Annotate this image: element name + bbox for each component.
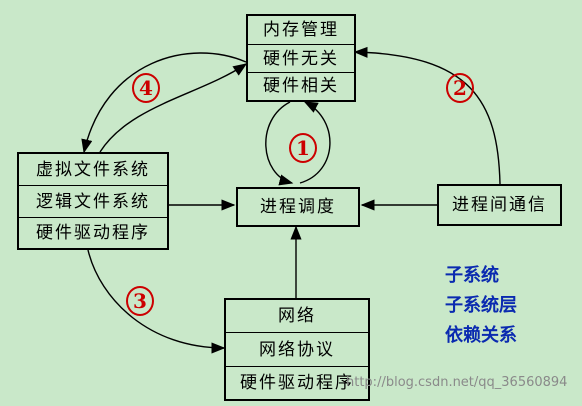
arrow-memory-to-fs [81,52,247,154]
arrow-memory-to-scheduler [265,101,294,186]
memory-box-hw-independent: 硬件无关 [248,45,354,73]
arrow-fs-to-memory [99,63,248,153]
watermark-url: http://blog.csdn.net/qq_36560894 [346,375,568,390]
legend-subsystem-layer: 子系统层 [445,295,517,316]
network-box-protocol: 网络协议 [226,333,368,367]
memory-box-hw-dependent: 硬件相关 [263,76,339,96]
memory-management-box: 内存管理 硬件无关 硬件相关 [246,14,356,102]
marker-3: 3 [126,286,154,316]
network-box: 网络 网络协议 硬件驱动程序 [224,298,370,401]
marker-4: 4 [132,73,160,103]
filesystem-box: 虚拟文件系统 逻辑文件系统 硬件驱动程序 [17,152,169,250]
fs-box-logical-fs: 逻辑文件系统 [19,186,167,218]
marker-2: 2 [446,73,474,103]
marker-1: 1 [289,133,317,163]
arrow-scheduler-to-memory [299,101,331,184]
network-box-driver: 硬件驱动程序 [240,373,354,393]
legend-dependency: 依赖关系 [445,325,517,346]
memory-box-title: 内存管理 [248,16,354,45]
arrow-fs-to-network [87,249,226,354]
legend-subsystem: 子系统 [445,265,499,286]
ipc-box: 进程间通信 [437,184,562,226]
fs-box-vfs: 虚拟文件系统 [19,154,167,186]
process-scheduler-box: 进程调度 [236,187,360,227]
fs-box-driver: 硬件驱动程序 [36,223,150,243]
network-box-title: 网络 [226,300,368,333]
arrow-ipc-to-memory [353,46,501,185]
